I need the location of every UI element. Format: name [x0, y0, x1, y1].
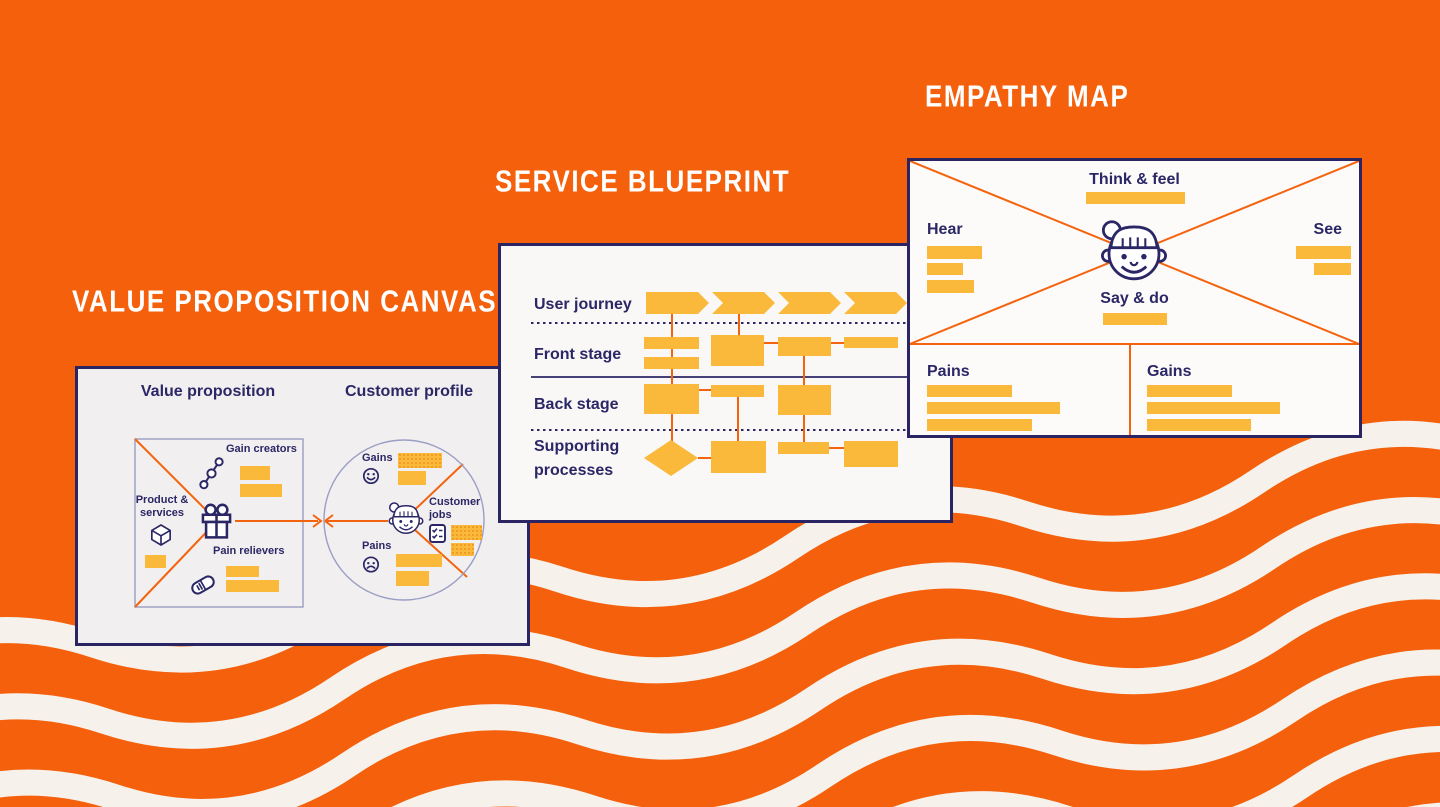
- gift-icon: [200, 503, 233, 541]
- pain-relievers-icon: [190, 573, 216, 597]
- placeholder-bar: [927, 385, 1012, 397]
- think-feel-label: Think & feel: [1089, 171, 1180, 188]
- product-services-icon: [151, 524, 171, 546]
- placeholder-bar: [398, 453, 442, 468]
- see-label: See: [1313, 221, 1342, 238]
- placeholder-bar: [1103, 313, 1167, 325]
- smiley-face-icon: [362, 467, 380, 485]
- placeholder-bar: [240, 466, 270, 480]
- empathy-face-icon: [1096, 218, 1172, 284]
- placeholder-bar: [927, 419, 1032, 431]
- service-blueprint-card: User journey Front stage Back stage Supp…: [498, 243, 953, 523]
- product-services-label: Product & services: [135, 494, 189, 519]
- placeholder-bar: [927, 402, 1060, 414]
- placeholder-bar: [226, 580, 279, 592]
- placeholder-bar: [226, 566, 259, 577]
- gains-label: Gains: [362, 452, 393, 464]
- placeholder-bar: [396, 554, 442, 567]
- empathy-map-title: EMPATHY MAP: [925, 78, 1130, 114]
- placeholder-bar: [927, 263, 963, 275]
- value-proposition-heading: Value proposition: [140, 383, 276, 400]
- placeholder-bar: [451, 525, 482, 540]
- placeholder-bar: [398, 471, 426, 485]
- placeholder-bar: [451, 543, 474, 556]
- value-proposition-card: Value proposition Customer profile Gain …: [75, 366, 530, 646]
- placeholder-bar: [927, 246, 982, 259]
- placeholder-bar: [1314, 263, 1351, 275]
- row-back-stage-label: Back stage: [534, 396, 619, 413]
- placeholder-bar: [396, 571, 429, 586]
- customer-profile-heading: Customer profile: [344, 383, 473, 400]
- gain-creators-label: Gain creators: [226, 443, 297, 455]
- customer-face-icon: [386, 501, 426, 536]
- placeholder-bar: [1086, 192, 1185, 204]
- row-supporting-processes-label: Supporting processes: [534, 438, 620, 480]
- gain-creators-icon: [199, 456, 224, 490]
- hear-label: Hear: [927, 221, 963, 238]
- placeholder-bar: [927, 280, 974, 293]
- placeholder-bar: [1296, 246, 1351, 259]
- customer-jobs-label: Customer jobs: [429, 496, 481, 521]
- empathy-pains-label: Pains: [927, 363, 970, 380]
- placeholder-bar: [145, 555, 166, 568]
- value-proposition-title: VALUE PROPOSITION CANVAS: [72, 283, 498, 319]
- row-front-stage-label: Front stage: [534, 346, 622, 363]
- row-user-journey-label: User journey: [534, 296, 632, 313]
- service-blueprint-title: SERVICE BLUEPRINT: [495, 163, 791, 199]
- placeholder-bar: [1147, 402, 1280, 414]
- say-do-label: Say & do: [1100, 290, 1169, 307]
- empathy-gains-label: Gains: [1147, 363, 1192, 380]
- placeholder-bar: [1147, 419, 1251, 431]
- service-blueprint-diagram: [531, 292, 950, 476]
- placeholder-bar: [240, 484, 282, 497]
- empathy-map-card: Think & feel Hear See Say & do Pains Gai…: [907, 158, 1362, 438]
- pains-label: Pains: [362, 540, 392, 552]
- customer-jobs-icon: [429, 524, 446, 543]
- pain-relievers-label: Pain relievers: [213, 545, 285, 557]
- sad-face-icon: [362, 555, 380, 574]
- placeholder-bar: [1147, 385, 1232, 397]
